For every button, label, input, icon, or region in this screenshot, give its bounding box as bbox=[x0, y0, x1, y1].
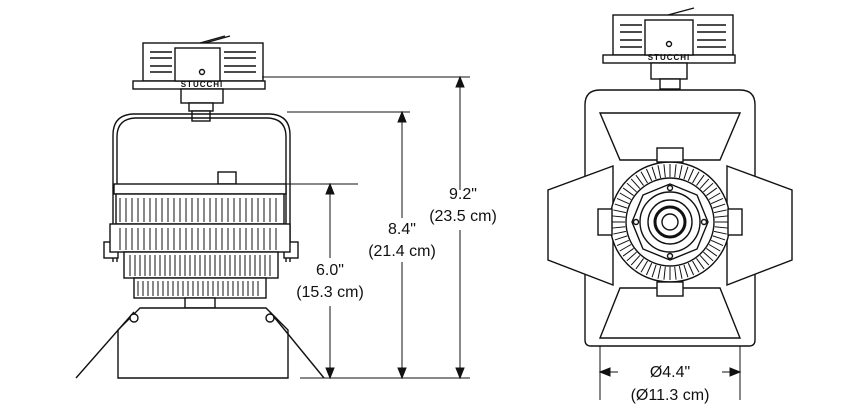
front-dimension-lines bbox=[598, 346, 742, 400]
front-view: STUCCHI bbox=[547, 7, 793, 404]
side-view: STUCCHI bbox=[75, 35, 497, 380]
front-track-adapter: STUCCHI bbox=[602, 7, 736, 90]
side-barn-doors bbox=[75, 307, 325, 379]
barn-door-left bbox=[547, 164, 614, 287]
front-brand-label: STUCCHI bbox=[648, 53, 691, 62]
radial-heatsink-fins bbox=[612, 164, 728, 280]
barn-door-right bbox=[726, 164, 793, 287]
lens-diameter-metric: (Ø11.3 cm) bbox=[631, 387, 710, 404]
head-height-metric: (15.3 cm) bbox=[296, 284, 364, 301]
overall-height-imperial: 9.2" bbox=[449, 186, 477, 203]
body-height-imperial: 8.4" bbox=[388, 221, 416, 238]
side-track-adapter: STUCCHI bbox=[132, 35, 266, 122]
barn-door-hinges bbox=[597, 147, 743, 297]
body-height-metric: (21.4 cm) bbox=[368, 243, 436, 260]
head-height-imperial: 6.0" bbox=[316, 262, 344, 279]
front-lens-face bbox=[609, 161, 731, 283]
side-brand-label: STUCCHI bbox=[181, 80, 224, 89]
side-dimension-lines bbox=[262, 75, 470, 380]
heatsink-fins bbox=[119, 198, 277, 296]
barn-door-top bbox=[598, 112, 742, 161]
lens-diameter-imperial: Ø4.4" bbox=[650, 364, 690, 381]
side-fixture-head bbox=[109, 171, 291, 316]
overall-height-metric: (23.5 cm) bbox=[429, 208, 497, 225]
barn-door-bottom bbox=[598, 287, 742, 339]
